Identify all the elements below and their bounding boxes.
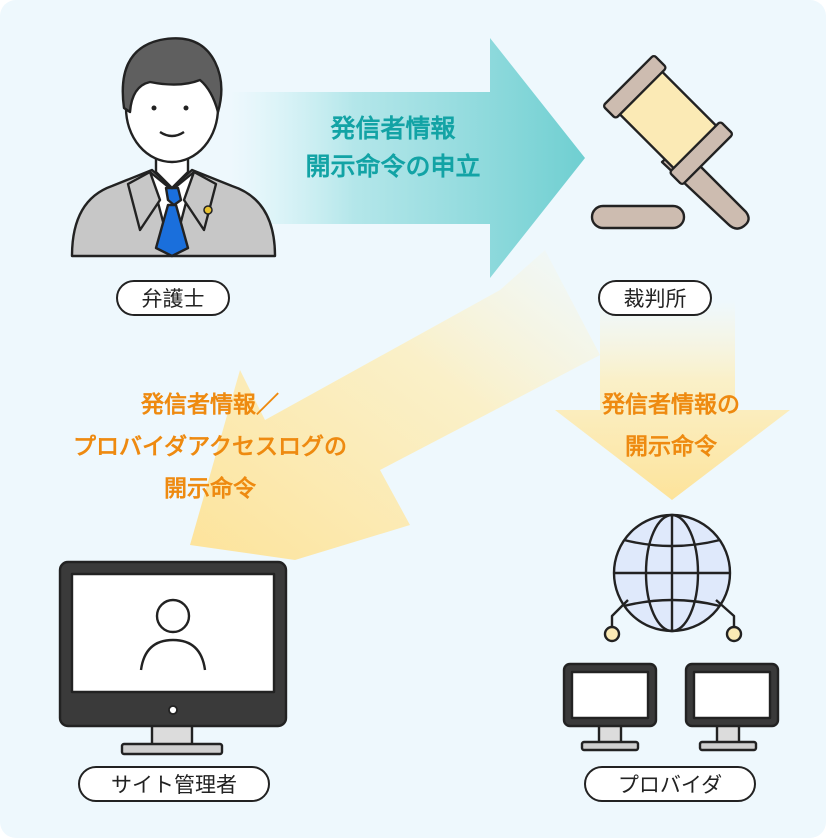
order-site-label-line1: 発信者情報／ bbox=[141, 392, 279, 418]
monitor-icon bbox=[58, 560, 288, 756]
arrow-order-site bbox=[190, 250, 600, 560]
lawyer-icon bbox=[70, 37, 277, 258]
site-admin-label: サイト管理者 bbox=[78, 766, 270, 802]
petition-arrow-label: 発信者情報 開示命令の申立 bbox=[278, 110, 508, 186]
lawyer-label: 弁護士 bbox=[116, 280, 230, 316]
gavel-icon bbox=[590, 54, 750, 230]
order-site-label-line3: 開示命令 bbox=[164, 476, 256, 502]
arrow-order-provider bbox=[555, 300, 790, 500]
petition-label-line1: 発信者情報 bbox=[330, 114, 456, 143]
order-provider-arrow-label: 発信者情報の 開示命令 bbox=[566, 384, 776, 468]
court-label: 裁判所 bbox=[598, 280, 712, 316]
order-site-arrow-label: 発信者情報／ プロバイダアクセスログの 開示命令 bbox=[30, 384, 390, 510]
provider-label: プロバイダ bbox=[584, 766, 756, 802]
petition-label-line2: 開示命令の申立 bbox=[305, 152, 481, 181]
provider-network-icon bbox=[562, 513, 780, 752]
order-site-label-line2: プロバイダアクセスログの bbox=[73, 434, 347, 460]
order-provider-label-line1: 発信者情報の bbox=[602, 392, 740, 418]
arrow-petition bbox=[230, 38, 585, 278]
order-provider-label-line2: 開示命令 bbox=[625, 434, 717, 460]
